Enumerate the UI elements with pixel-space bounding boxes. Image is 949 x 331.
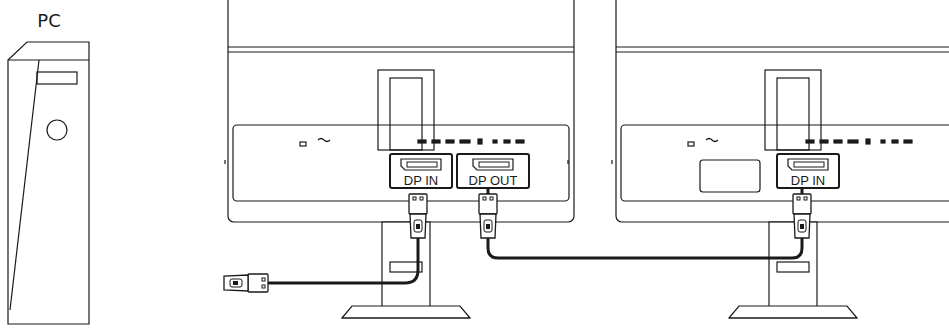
port-label: DP IN — [782, 173, 834, 188]
port-box: DP IN — [389, 153, 453, 189]
pc-tower — [5, 40, 93, 328]
pc-tower-node: PC — [5, 10, 93, 328]
port-box: DP IN — [776, 153, 840, 189]
port-icon — [400, 158, 442, 171]
port-icon — [472, 158, 514, 171]
monitor-base — [342, 306, 470, 318]
monitor-back — [228, 0, 574, 222]
port-icon — [787, 158, 829, 171]
dp-cable — [268, 238, 418, 283]
port-label: DP IN — [395, 173, 447, 188]
port-box: DP OUT — [456, 153, 530, 189]
port-label: DP OUT — [462, 173, 524, 188]
device-label: PC — [5, 10, 93, 32]
monitor-neck — [378, 70, 434, 150]
monitor-panel — [233, 125, 569, 201]
monitor-back — [616, 0, 949, 222]
dp-cable — [488, 189, 802, 258]
